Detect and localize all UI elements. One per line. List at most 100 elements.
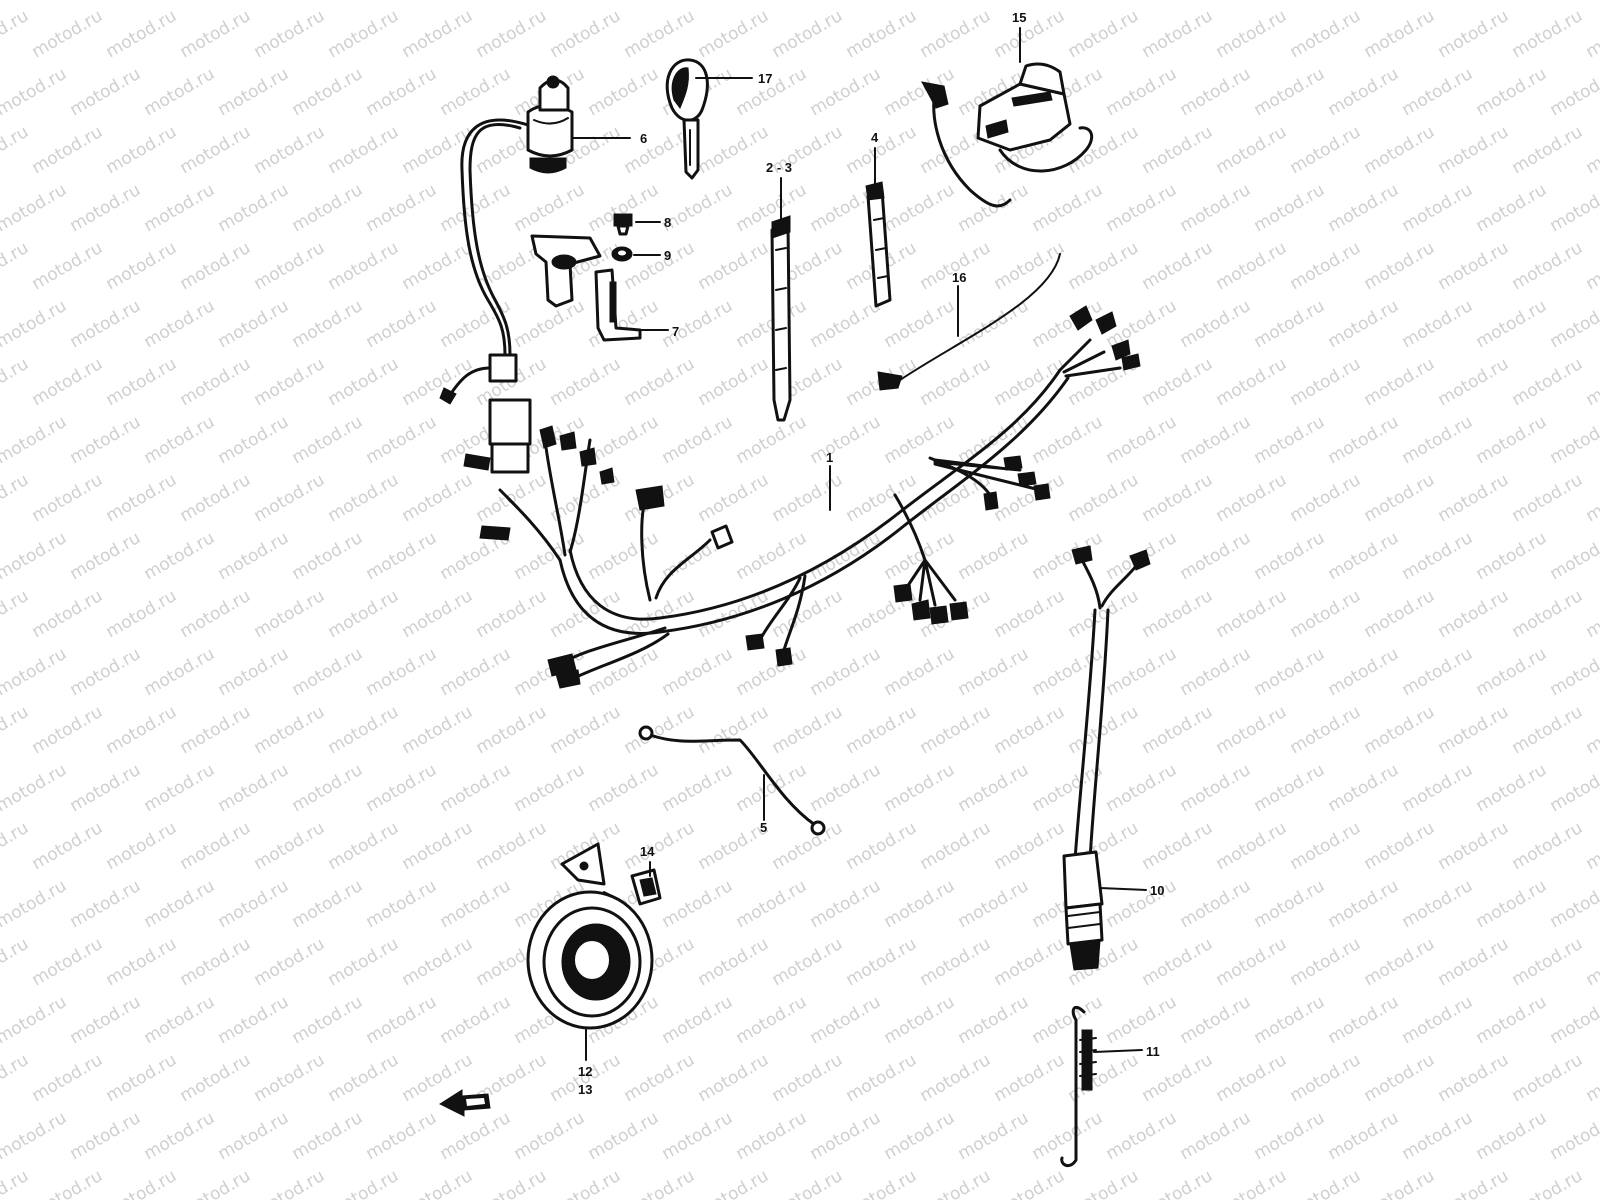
- watermark-text: motod.ru: [1213, 470, 1291, 526]
- watermark-text: motod.ru: [1547, 528, 1600, 584]
- watermark-text: motod.ru: [325, 6, 403, 62]
- watermark-text: motod.ru: [807, 992, 885, 1048]
- watermark-text: motod.ru: [67, 992, 145, 1048]
- watermark-text: motod.ru: [141, 180, 219, 236]
- callout-16: 16: [952, 270, 966, 285]
- watermark-text: motod.ru: [1473, 1108, 1551, 1164]
- watermark-text: motod.ru: [1177, 1108, 1255, 1164]
- watermark-text: motod.ru: [363, 644, 441, 700]
- watermark-text: motod.ru: [1177, 296, 1255, 352]
- watermark-text: motod.ru: [1251, 1108, 1329, 1164]
- watermark-text: motod.ru: [251, 1050, 329, 1106]
- front-arrow: [438, 1089, 491, 1117]
- watermark-text: motod.ru: [1029, 1108, 1107, 1164]
- watermark-text: motod.ru: [29, 586, 107, 642]
- watermark-text: motod.ru: [1213, 122, 1291, 178]
- watermark-text: motod.ru: [1583, 6, 1600, 62]
- watermark-text: motod.ru: [251, 586, 329, 642]
- watermark-text: motod.ru: [177, 818, 255, 874]
- watermark-text: motod.ru: [141, 876, 219, 932]
- watermark-text: motod.ru: [881, 412, 959, 468]
- watermark-text: motod.ru: [1509, 470, 1587, 526]
- watermark-text: motod.ru: [1547, 180, 1600, 236]
- watermark-text: motod.ru: [437, 760, 515, 816]
- watermark-text: motod.ru: [177, 122, 255, 178]
- watermark-text: motod.ru: [1473, 528, 1551, 584]
- watermark-text: motod.ru: [991, 1050, 1069, 1106]
- watermark-text: motod.ru: [585, 1108, 663, 1164]
- watermark-text: motod.ru: [1361, 6, 1439, 62]
- watermark-text: motod.ru: [67, 528, 145, 584]
- watermark-text: motod.ru: [251, 1166, 329, 1200]
- watermark-text: motod.ru: [991, 6, 1069, 62]
- watermark-text: motod.ru: [1103, 644, 1181, 700]
- watermark-text: motod.ru: [1435, 934, 1513, 990]
- watermark-text: motod.ru: [103, 122, 181, 178]
- watermark-text: motod.ru: [695, 122, 773, 178]
- watermark-text: motod.ru: [1509, 1166, 1587, 1200]
- watermark-text: motod.ru: [769, 1166, 847, 1200]
- watermark-text: motod.ru: [1139, 354, 1217, 410]
- watermark-text: motod.ru: [363, 992, 441, 1048]
- watermark-text: motod.ru: [437, 876, 515, 932]
- watermark-text: motod.ru: [0, 122, 32, 178]
- watermark-text: motod.ru: [215, 180, 293, 236]
- watermark-text: motod.ru: [289, 412, 367, 468]
- callout-12: 12: [578, 1064, 592, 1079]
- watermark-text: motod.ru: [695, 1166, 773, 1200]
- spring-11: [1060, 1006, 1097, 1168]
- watermark-text: motod.ru: [67, 64, 145, 120]
- watermark-text: motod.ru: [695, 1050, 773, 1106]
- watermark-text: motod.ru: [251, 818, 329, 874]
- watermark-text: motod.ru: [1177, 876, 1255, 932]
- watermark-text: motod.ru: [1473, 0, 1551, 4]
- watermark-text: motod.ru: [881, 180, 959, 236]
- watermark-text: motod.ru: [511, 0, 589, 4]
- watermark-text: motod.ru: [917, 1050, 995, 1106]
- watermark-text: motod.ru: [473, 818, 551, 874]
- watermark-text: motod.ru: [1287, 586, 1365, 642]
- watermark-text: motod.ru: [289, 644, 367, 700]
- watermark-text: motod.ru: [917, 818, 995, 874]
- watermark-text: motod.ru: [399, 354, 477, 410]
- watermark-text: motod.ru: [659, 1108, 737, 1164]
- watermark-text: motod.ru: [0, 6, 32, 62]
- watermark-text: motod.ru: [1435, 238, 1513, 294]
- watermark-text: motod.ru: [325, 354, 403, 410]
- watermark-text: motod.ru: [437, 0, 515, 4]
- watermark-text: motod.ru: [1177, 64, 1255, 120]
- watermark-text: motod.ru: [1139, 818, 1217, 874]
- watermark-text: motod.ru: [0, 644, 70, 700]
- watermark-text: motod.ru: [1509, 818, 1587, 874]
- watermark-text: motod.ru: [1103, 412, 1181, 468]
- watermark-text: motod.ru: [0, 818, 32, 874]
- watermark-text: motod.ru: [881, 0, 959, 4]
- watermark-text: motod.ru: [955, 0, 1033, 4]
- watermark-text: motod.ru: [547, 702, 625, 758]
- watermark-text: motod.ru: [585, 760, 663, 816]
- watermark-text: motod.ru: [843, 934, 921, 990]
- watermark-text: motod.ru: [917, 702, 995, 758]
- callout-13: 13: [578, 1082, 592, 1097]
- watermark-text: motod.ru: [881, 1108, 959, 1164]
- watermark-text: motod.ru: [769, 470, 847, 526]
- watermark-text: motod.ru: [363, 412, 441, 468]
- watermark-text: motod.ru: [547, 1166, 625, 1200]
- ignition-key: [665, 58, 709, 180]
- watermark-text: motod.ru: [1251, 0, 1329, 4]
- watermark-text: motod.ru: [807, 760, 885, 816]
- watermark-text: motod.ru: [1103, 876, 1181, 932]
- watermark-text: motod.ru: [67, 180, 145, 236]
- watermark-text: motod.ru: [1325, 296, 1403, 352]
- watermark-text: motod.ru: [1473, 180, 1551, 236]
- watermark-text: motod.ru: [1177, 644, 1255, 700]
- watermark-text: motod.ru: [325, 470, 403, 526]
- cable-strap-2-3: [770, 215, 792, 422]
- watermark-text: motod.ru: [1287, 1050, 1365, 1106]
- watermark-text: motod.ru: [1325, 644, 1403, 700]
- watermark-text: motod.ru: [325, 122, 403, 178]
- watermark-text: motod.ru: [621, 6, 699, 62]
- watermark-text: motod.ru: [733, 0, 811, 4]
- watermark-text: motod.ru: [1361, 934, 1439, 990]
- watermark-text: motod.ru: [1287, 934, 1365, 990]
